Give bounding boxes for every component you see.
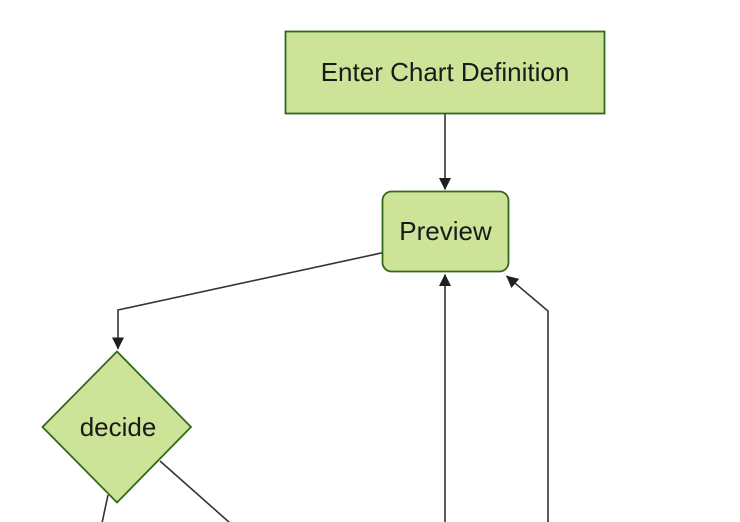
decide-diamond — [41, 350, 193, 504]
node-preview: Preview — [381, 190, 510, 273]
edge-layer — [101, 113, 549, 522]
enter-chart-definition-box — [284, 30, 606, 115]
edge-return-to-preview-bottom-right — [505, 275, 549, 522]
enter-chart-definition-label: Enter Chart Definition — [321, 57, 570, 87]
preview-label: Preview — [399, 216, 492, 246]
node-enter-chart-definition: Enter Chart Definition — [284, 30, 606, 115]
preview-box — [381, 190, 510, 273]
edge-decide-branch-right — [159, 460, 231, 522]
node-decide: decide — [41, 350, 193, 504]
decide-label: decide — [80, 412, 157, 442]
edge-preview-to-decide — [112, 251, 387, 350]
edge-decide-branch-left — [101, 494, 109, 522]
